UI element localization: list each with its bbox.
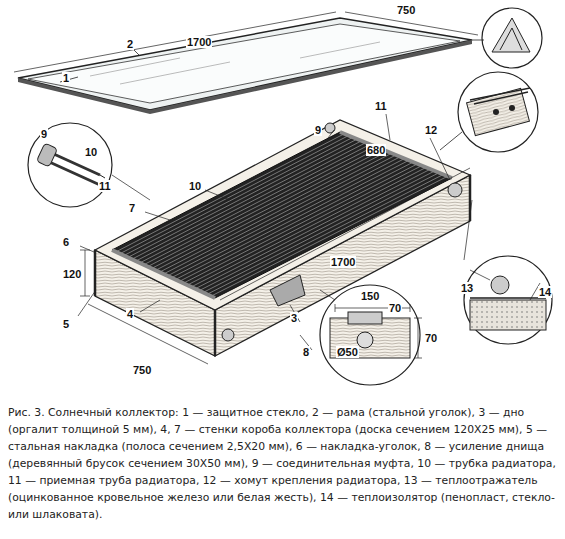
tube-line xyxy=(199,171,435,291)
tube-line xyxy=(211,176,448,296)
tube-line xyxy=(160,153,392,272)
dimension-label: 1700 xyxy=(330,256,356,268)
callout-number: 11 xyxy=(374,100,388,112)
dimension-label: 680 xyxy=(366,144,386,156)
dimension-label: 750 xyxy=(396,4,416,16)
tube-line xyxy=(191,167,426,287)
tube-line xyxy=(140,144,370,263)
dimension-label: 120 xyxy=(62,268,82,280)
callout-number: 10 xyxy=(84,146,98,158)
tube-line xyxy=(136,143,366,261)
callout-number: 10 xyxy=(188,180,202,192)
dimension-label: 1700 xyxy=(186,36,212,48)
callout-number: 8 xyxy=(302,346,310,358)
dimension-label: Ø50 xyxy=(336,346,359,358)
tube-line xyxy=(207,174,443,294)
callout-number: 70 xyxy=(388,302,402,314)
tube-line xyxy=(171,159,404,278)
callout-number: 4 xyxy=(126,308,134,320)
tube-line xyxy=(144,146,375,265)
callout-number: 5 xyxy=(62,318,70,330)
callout-number: 6 xyxy=(62,236,70,248)
callout-number: 9 xyxy=(40,128,48,140)
tube-line xyxy=(152,150,383,269)
coupling-detail xyxy=(28,123,150,207)
tube-line xyxy=(187,166,422,285)
callout-number: 3 xyxy=(290,312,298,324)
tube-line xyxy=(195,169,430,289)
tube-line xyxy=(156,151,388,270)
callout-number: 14 xyxy=(538,286,552,298)
tube-line xyxy=(167,157,400,276)
glass-panel xyxy=(14,12,478,114)
callout-number: 7 xyxy=(128,202,136,214)
frame-corner-detail xyxy=(440,8,542,152)
tube-line xyxy=(132,141,362,259)
tube-line xyxy=(179,162,413,281)
tube-line xyxy=(203,173,439,293)
reflector-insulation-detail xyxy=(464,200,552,344)
dimension-label: 750 xyxy=(132,364,152,376)
tube-line xyxy=(164,155,397,274)
callout-number: 11 xyxy=(98,180,112,192)
radiator-tubes xyxy=(116,134,448,296)
callout-number: 12 xyxy=(424,124,438,136)
tube-line xyxy=(183,164,417,283)
bottom-reinforcement-detail xyxy=(320,285,422,385)
tube-line xyxy=(148,148,379,267)
figure-caption: Рис. 3. Солнечный коллектор: 1 — защитно… xyxy=(8,404,558,523)
callout-number: 9 xyxy=(314,124,322,136)
callout-number: 1 xyxy=(62,72,70,84)
callout-number: 2 xyxy=(126,38,134,50)
dimension-label: 150 xyxy=(360,290,380,302)
callout-number: 70 xyxy=(424,332,438,344)
callout-number: 13 xyxy=(460,282,474,294)
